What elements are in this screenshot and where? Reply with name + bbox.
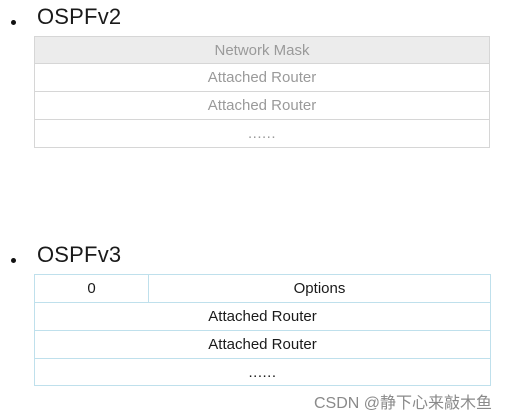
table-cell: Attached Router [34, 330, 491, 359]
table-cell: Options [148, 274, 491, 303]
table-cell: ...... [34, 119, 490, 148]
bullet-icon [11, 20, 16, 25]
ospfv2-table: Network Mask Attached Router Attached Ro… [34, 36, 490, 148]
ospfv2-heading: OSPFv2 [37, 4, 122, 29]
table-cell: 0 [34, 274, 149, 303]
ospfv3-heading: OSPFv3 [37, 242, 122, 267]
bullet-icon [11, 258, 16, 263]
watermark: CSDN @静下心来敲木鱼 [313, 395, 492, 412]
table-cell: Network Mask [34, 36, 490, 64]
ospfv3-table: 0 Options Attached Router Attached Route… [34, 274, 491, 386]
table-cell: Attached Router [34, 63, 490, 92]
table-cell: Attached Router [34, 91, 490, 120]
table-cell: ...... [34, 358, 491, 386]
table-cell: Attached Router [34, 302, 491, 331]
